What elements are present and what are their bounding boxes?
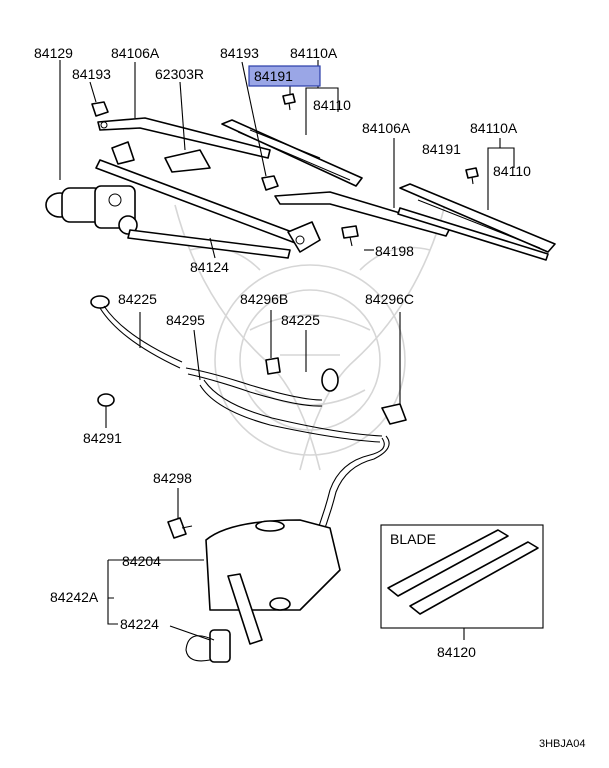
label-84224[interactable]: 84224 [120, 616, 159, 632]
grommet-84291 [97, 393, 115, 412]
label-84296B[interactable]: 84296B [240, 291, 288, 307]
label-84191-highlighted[interactable]: 84191 [254, 68, 293, 84]
washer-pump [185, 629, 231, 663]
connector-84296B [265, 357, 281, 375]
label-84298[interactable]: 84298 [153, 470, 192, 486]
label-84193-top[interactable]: 84193 [220, 45, 259, 61]
label-84106A-right[interactable]: 84106A [362, 120, 411, 136]
wiper-arm-right [274, 191, 451, 237]
label-84296C[interactable]: 84296C [365, 291, 414, 307]
label-84225-left[interactable]: 84225 [118, 291, 157, 307]
bolt-84198 [341, 225, 359, 247]
label-84110-right[interactable]: 84110 [493, 163, 531, 179]
label-84225-right[interactable]: 84225 [281, 312, 320, 328]
label-84110A-right[interactable]: 84110A [470, 120, 518, 136]
label-84191-right[interactable]: 84191 [422, 141, 461, 157]
label-blade: BLADE [390, 531, 436, 547]
highlight-box [248, 65, 321, 87]
washer-reservoir [205, 519, 341, 645]
label-84193-left[interactable]: 84193 [72, 66, 111, 82]
leader-lines [59, 60, 515, 641]
label-84242A[interactable]: 84242A [50, 589, 99, 605]
label-62303R[interactable]: 62303R [155, 66, 204, 82]
label-84198[interactable]: 84198 [375, 243, 414, 259]
blade-inset-box [380, 524, 544, 629]
nut-84193-center [261, 175, 279, 191]
clip-84296C [381, 403, 407, 425]
screw-84191-right [465, 167, 479, 185]
watermark-logo [174, 204, 446, 471]
label-84295[interactable]: 84295 [166, 312, 205, 328]
label-84110A-left[interactable]: 84110A [290, 45, 338, 61]
bolt-84298 [167, 517, 193, 539]
washer-nozzle-right [321, 368, 339, 392]
washer-nozzle-left [90, 295, 183, 369]
cowl-cap [164, 149, 211, 173]
label-84291[interactable]: 84291 [83, 430, 122, 446]
label-84204[interactable]: 84204 [122, 553, 161, 569]
screw-84191-left [282, 93, 296, 111]
label-84129[interactable]: 84129 [34, 45, 73, 61]
label-84110-left[interactable]: 84110 [313, 97, 351, 113]
diagram-code: 3HBJA04 [539, 738, 585, 750]
wiper-linkage [95, 141, 321, 259]
wiper-blade-right [397, 183, 556, 261]
label-84124[interactable]: 84124 [190, 259, 229, 275]
wiper-motor [45, 185, 138, 235]
label-84120[interactable]: 84120 [437, 644, 476, 660]
nut-84193-left [91, 101, 109, 117]
label-84106A-left[interactable]: 84106A [111, 45, 160, 61]
wiper-blade-left [221, 119, 363, 187]
